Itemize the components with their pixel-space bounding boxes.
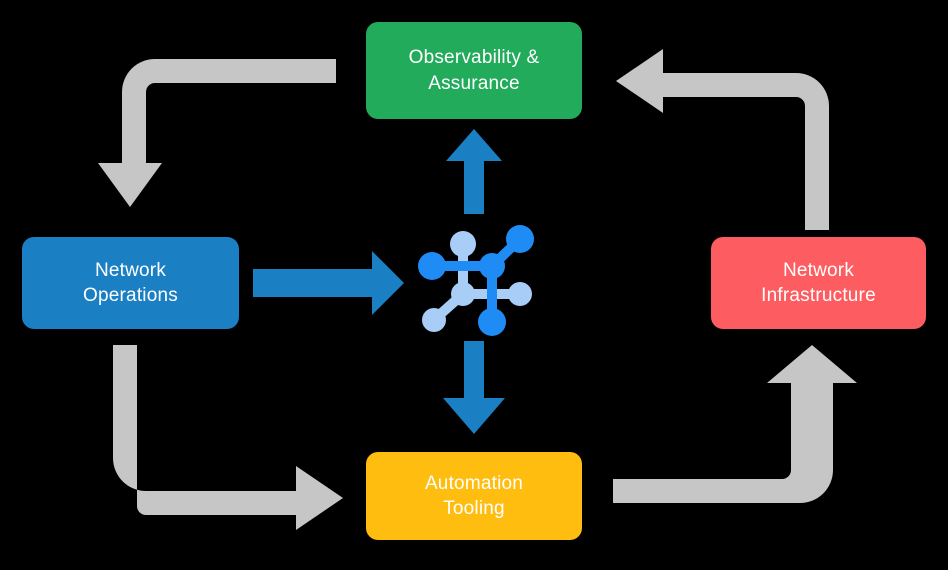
connector-observability-to-ops: [98, 59, 336, 207]
connector-ops-to-automation: [113, 345, 343, 530]
icon-node-top-right-dark: [506, 225, 534, 253]
connector-automation-to-infrastructure: [613, 345, 857, 503]
network-topology-icon: [418, 225, 534, 336]
connector-infrastructure-to-observability: [616, 49, 829, 230]
icon-node-bottom-dark: [478, 308, 506, 336]
icon-node-top-light: [450, 231, 476, 257]
node-label-automation-tooling: Automation Tooling: [424, 472, 524, 519]
connector-center-to-automation: [443, 341, 505, 434]
icon-node-hub-dark: [479, 253, 505, 279]
node-label-network-operations: Network Operations: [83, 259, 178, 306]
node-observability-assurance[interactable]: Observability & Assurance: [366, 22, 582, 119]
icon-node-center-light: [451, 282, 475, 306]
icon-node-bottom-left-light: [422, 308, 446, 332]
connector-center-to-observability: [446, 129, 502, 214]
node-label-observability: Observability & Assurance: [408, 47, 540, 94]
icon-node-right-light: [508, 282, 532, 306]
node-network-operations[interactable]: Network Operations: [22, 237, 239, 329]
icon-node-left-dark: [418, 252, 446, 280]
node-automation-tooling[interactable]: Automation Tooling: [366, 452, 582, 540]
connector-ops-to-center: [253, 251, 404, 315]
node-label-network-infrastructure: Network Infrastructure: [761, 259, 876, 306]
node-network-infrastructure[interactable]: Network Infrastructure: [711, 237, 926, 329]
